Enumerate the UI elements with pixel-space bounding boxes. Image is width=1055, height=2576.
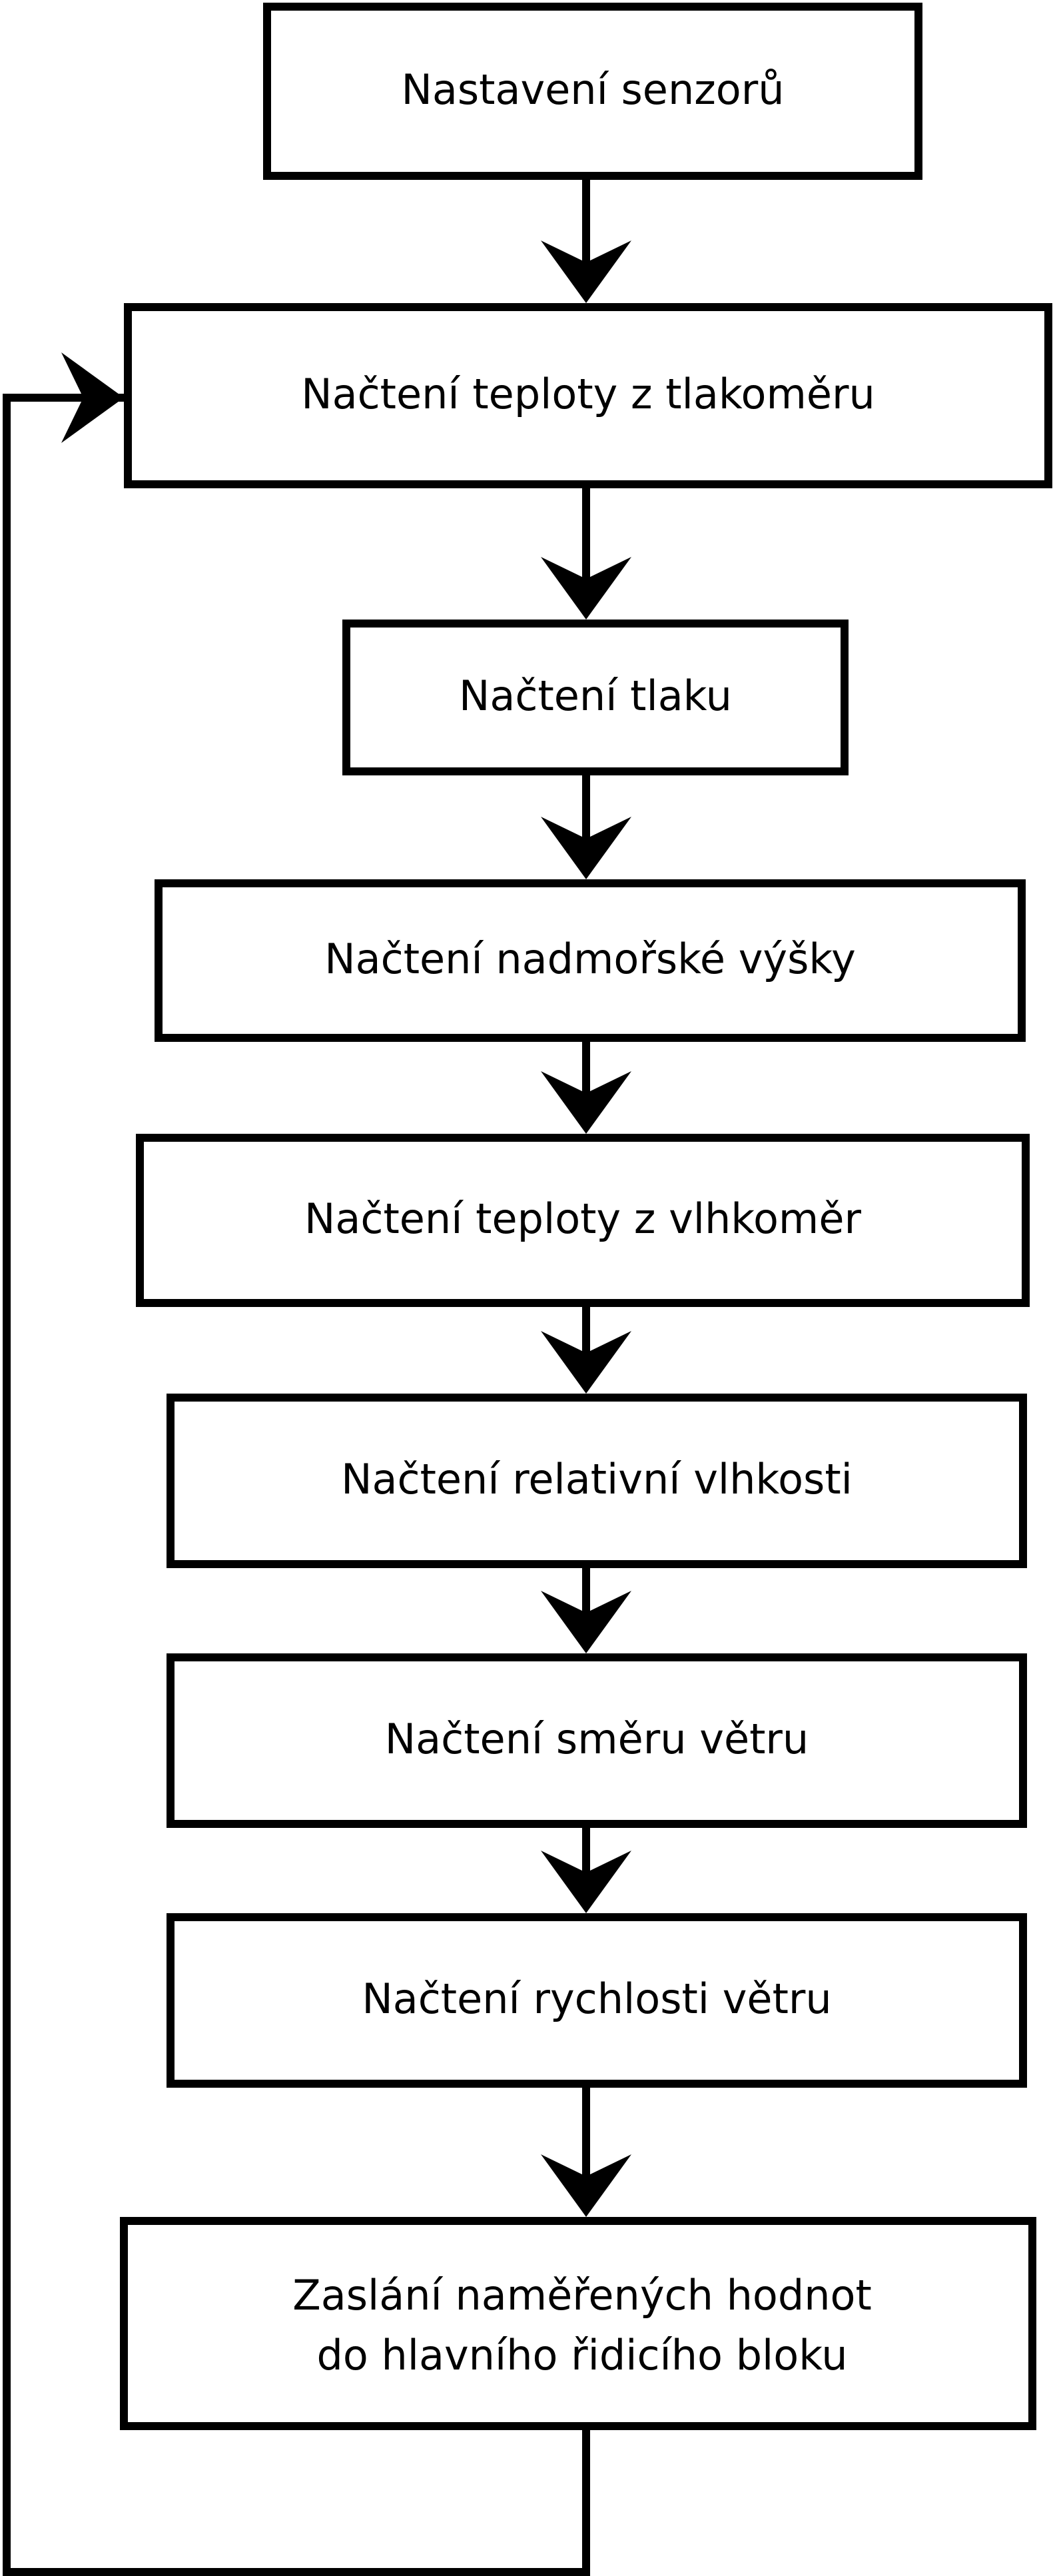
edge-read-wind-dir-to-read-wind-speed xyxy=(541,1828,631,1913)
edge-read-altitude-to-read-temp-hygro xyxy=(541,1042,631,1134)
node-setup[interactable]: Nastavení senzorů xyxy=(263,3,922,180)
edge-loop-back-to-read-temp-baro xyxy=(3,352,590,2576)
node-send-values-label-line1: Zaslání naměřených hodnot xyxy=(292,2271,872,2320)
edge-setup-to-read-temp-baro xyxy=(541,180,631,303)
node-read-humidity[interactable]: Načtení relativní vlhkosti xyxy=(167,1394,1027,1568)
node-read-wind-dir-label: Načtení směru větru xyxy=(385,1715,809,1763)
edge-read-humidity-to-read-wind-dir xyxy=(541,1568,631,1653)
node-send-values[interactable]: Zaslání naměřených hodnot do hlavního ři… xyxy=(120,2217,1036,2430)
node-read-temp-baro-label: Načtení teploty z tlakoměru xyxy=(301,370,875,418)
node-setup-label: Nastavení senzorů xyxy=(401,65,784,114)
node-read-temp-hygro[interactable]: Načtení teploty z vlhkoměr xyxy=(136,1134,1030,1307)
node-read-temp-baro[interactable]: Načtení teploty z tlakoměru xyxy=(124,303,1052,488)
node-read-wind-dir[interactable]: Načtení směru větru xyxy=(167,1653,1027,1828)
node-read-humidity-label: Načtení relativní vlhkosti xyxy=(341,1455,853,1503)
edge-read-pressure-to-read-altitude xyxy=(541,775,631,879)
node-read-pressure[interactable]: Načtení tlaku xyxy=(342,620,849,775)
node-read-wind-speed-label: Načtení rychlosti větru xyxy=(362,1974,831,2023)
node-send-values-label-line2: do hlavního řidicího bloku xyxy=(316,2331,847,2379)
node-read-wind-speed[interactable]: Načtení rychlosti větru xyxy=(167,1913,1027,2088)
edge-read-temp-baro-to-read-pressure xyxy=(541,488,631,620)
node-read-temp-hygro-label: Načtení teploty z vlhkoměr xyxy=(304,1194,861,1243)
edge-read-wind-speed-to-send-values xyxy=(541,2088,631,2217)
edge-read-temp-hygro-to-read-humidity xyxy=(541,1307,631,1394)
node-read-pressure-label: Načtení tlaku xyxy=(459,671,732,720)
node-read-altitude[interactable]: Načtení nadmořské výšky xyxy=(155,879,1026,1042)
node-read-altitude-label: Načtení nadmořské výšky xyxy=(324,935,856,983)
